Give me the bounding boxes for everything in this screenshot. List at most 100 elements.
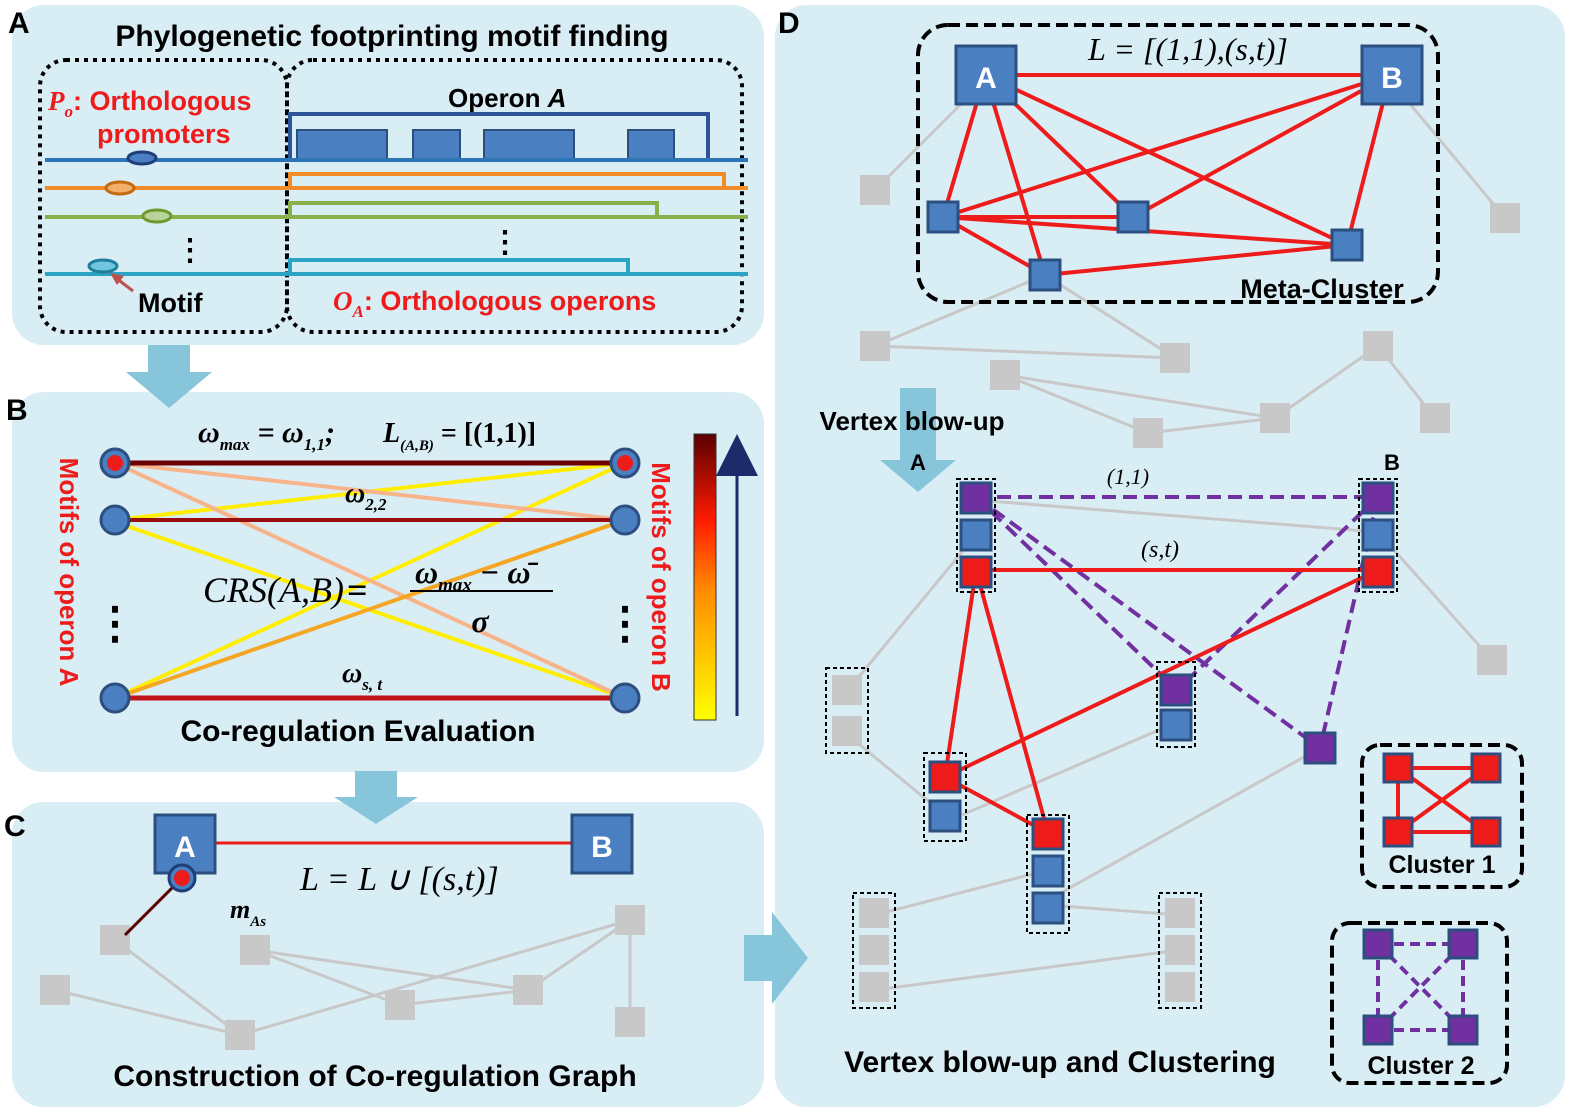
panel-c-gray-graph xyxy=(54,918,632,1037)
graph-node xyxy=(100,925,130,955)
motif-node-red xyxy=(1361,555,1395,589)
graph-node xyxy=(860,175,890,205)
graph-node xyxy=(513,975,543,1005)
blowup-group-lower-left xyxy=(923,752,967,842)
arrow-a-to-b xyxy=(126,345,212,408)
graph-node xyxy=(1160,343,1190,373)
graph-node xyxy=(615,1007,645,1037)
arrow-c-to-d xyxy=(744,912,808,1004)
pair-st-label: (s,t) xyxy=(1141,537,1179,563)
omega-max-label: ωmax = ω1,1; xyxy=(198,416,335,454)
meta-node xyxy=(1116,200,1150,234)
meta-node-b-label: B xyxy=(1381,62,1403,95)
promoter-dots: ⋮ xyxy=(175,234,205,267)
cluster-node xyxy=(1362,928,1394,960)
meta-node xyxy=(1330,228,1364,262)
operon-node-a-label: A xyxy=(174,831,196,864)
meta-cluster-label: Meta-Cluster xyxy=(1240,274,1404,304)
operon-node-b xyxy=(570,813,634,875)
promoters-label-line2: promoters xyxy=(97,119,231,149)
motif-node-red xyxy=(1031,817,1065,851)
edge-b-peach-2 xyxy=(114,461,626,522)
cluster-node xyxy=(1362,1014,1394,1046)
graph-node xyxy=(1420,403,1450,433)
panel-d-caption: Vertex blow-up and Clustering xyxy=(844,1046,1276,1079)
panel-c-formula: L = L ∪ [(s,t)] xyxy=(299,861,499,898)
meta-node-b xyxy=(1360,44,1424,106)
color-scale-bar xyxy=(693,433,717,721)
m-as-label: mAs xyxy=(230,895,266,930)
graph-node xyxy=(990,360,1020,390)
gene-2 xyxy=(412,129,461,161)
graph-node xyxy=(860,331,890,361)
operon-dots: ⋮ xyxy=(490,226,520,259)
motif-pointer-head xyxy=(110,273,124,285)
motif-orange xyxy=(104,180,136,196)
panel-c-caption: Construction of Co-regulation Graph xyxy=(113,1060,636,1093)
panel-d-formula: L = [(1,1),(s,t)] xyxy=(1087,31,1288,67)
graph-node xyxy=(615,905,645,935)
operon-bracket-orange xyxy=(288,172,726,188)
motif-pair-edges xyxy=(114,460,626,701)
graph-node xyxy=(859,935,889,965)
omega-22-label: ω2,2 xyxy=(345,478,387,514)
gene-4 xyxy=(627,129,675,161)
graph-node xyxy=(859,972,889,1002)
meta-cluster-box xyxy=(916,23,1440,304)
graph-node xyxy=(1165,972,1195,1002)
operon-a-bracket xyxy=(288,112,710,158)
cluster-2 xyxy=(1330,921,1509,1085)
promoter-region-box xyxy=(38,58,289,334)
graph-node xyxy=(385,990,415,1020)
motif-node-blue xyxy=(1159,708,1193,742)
motif-node-red xyxy=(959,555,993,589)
graph-node xyxy=(240,935,270,965)
edge-c-motif xyxy=(123,878,182,937)
motif-green xyxy=(141,208,173,224)
right-vertical-label: Motifs of operon B xyxy=(646,462,676,692)
blowup-b-label: B xyxy=(1384,450,1400,475)
motif-b-2 xyxy=(609,504,641,536)
blowup-group-left xyxy=(825,667,869,754)
blowup-a-label: A xyxy=(910,450,926,475)
graph-node xyxy=(832,716,862,746)
operon-node-b-label: B xyxy=(591,831,613,864)
blowup-group-bottom-mid xyxy=(1158,892,1202,1009)
edge-b-orange xyxy=(114,518,626,700)
motif-node-purple xyxy=(1159,673,1193,707)
operon-region-box xyxy=(285,58,744,334)
operons-label: OA: Orthologous operons xyxy=(333,286,656,321)
cluster-node xyxy=(1447,1014,1479,1046)
graph-node xyxy=(1477,645,1507,675)
gene-3 xyxy=(483,129,575,161)
motif-blue xyxy=(126,150,158,166)
motif-node-blue xyxy=(1031,891,1065,925)
cluster-1-label: Cluster 1 xyxy=(1389,851,1496,879)
panel-d-letter: D xyxy=(778,7,800,40)
omega-st-label: ωs, t xyxy=(342,658,383,694)
meta-node xyxy=(926,200,960,234)
motif-a-2 xyxy=(99,504,131,536)
motif-node-blue xyxy=(1031,854,1065,888)
panel-b-caption: Co-regulation Evaluation xyxy=(180,715,535,748)
crs-formula-lhs: CRS(A,B)= xyxy=(203,570,367,610)
meta-node-a xyxy=(954,44,1018,106)
panel-b-letter: B xyxy=(6,394,28,427)
panel-d-background xyxy=(775,5,1565,1107)
graph-node xyxy=(1165,898,1195,928)
edge-b-peach-1 xyxy=(114,461,626,700)
graph-node xyxy=(1363,331,1393,361)
motif-teal xyxy=(87,258,119,274)
left-vertical-label: Motifs of operon A xyxy=(54,458,84,687)
blowup-group-a xyxy=(956,478,996,593)
motif-node-purple xyxy=(1361,481,1395,515)
graph-node xyxy=(1260,403,1290,433)
crs-numerator: ωmax − ω̄ xyxy=(415,554,538,596)
panel-c-background xyxy=(12,802,764,1107)
graph-node xyxy=(1490,203,1520,233)
blowup-group-b xyxy=(1358,478,1398,593)
operon-a-label: Operon A xyxy=(448,83,566,113)
arrow-b-to-c xyxy=(334,771,418,824)
cluster-node xyxy=(1470,816,1502,848)
graph-node xyxy=(1165,935,1195,965)
